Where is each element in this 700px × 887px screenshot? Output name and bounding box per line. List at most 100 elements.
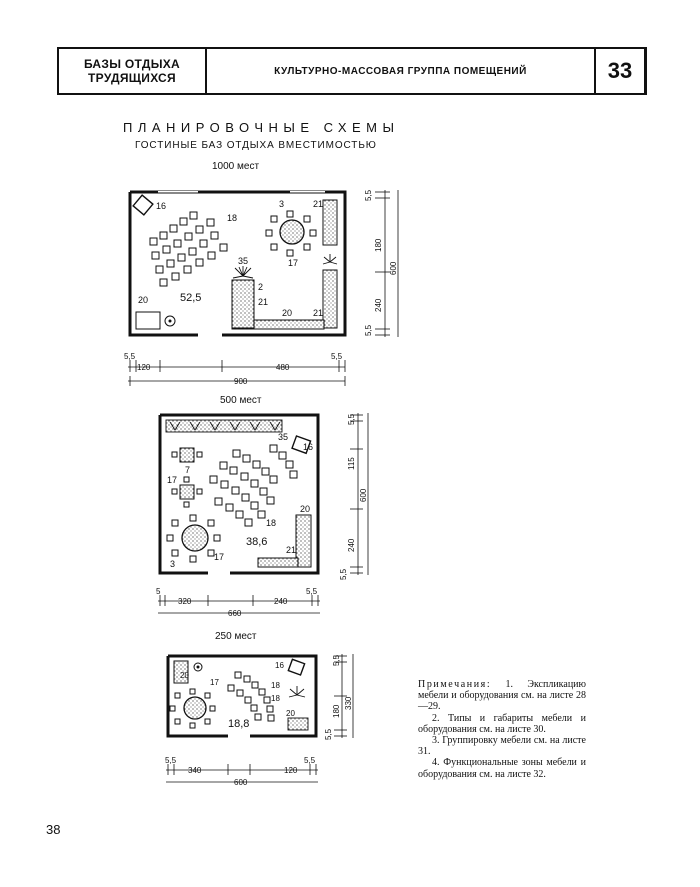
section-title-line1: БАЗЫ ОТДЫХА	[83, 57, 181, 71]
plan-1000-label: 2	[258, 282, 263, 292]
plan-1000-label: 16	[156, 201, 166, 211]
plan-500-label: 20	[300, 504, 310, 514]
plan-250-capacity: 250 мест	[215, 631, 257, 642]
sheet-number: 33	[594, 49, 644, 93]
plan-500-seats	[158, 413, 369, 614]
plan-1000-label: 35	[238, 256, 248, 266]
plan-500-dim: 320	[178, 597, 192, 606]
plan-500-seating-arc	[209, 444, 298, 527]
sheet-header: БАЗЫ ОТДЫХА ТРУДЯЩИХСЯ КУЛЬТУРНО-МАССОВА…	[57, 47, 647, 95]
plan-250-label: 18	[271, 681, 280, 690]
plan-1000-dim: 5,5	[364, 189, 373, 201]
plan-500-label: 17	[167, 475, 177, 485]
plan-1000-label: 20	[282, 308, 292, 318]
topic-title: КУЛЬТУРНО-МАССОВАЯ ГРУППА ПОМЕЩЕНИЙ	[274, 65, 527, 77]
plan-500-game-tables	[171, 447, 203, 508]
plan-1000-dim: 900	[234, 377, 248, 386]
plan-250-label: 17	[210, 678, 219, 687]
plan-1000-label: 21	[313, 199, 323, 209]
plan-500-dim: 5,5	[339, 568, 348, 580]
plan-1000-armchair-16	[132, 194, 154, 216]
plan-250-plant	[287, 686, 309, 731]
plan-500-label: 35	[278, 432, 288, 442]
plan-250-dim: 120	[284, 766, 298, 775]
plan-500-round-table	[166, 514, 221, 563]
notes-block: Примечания: 1. Экспликацию мебели и обор…	[418, 679, 586, 780]
plan-500-sofas	[257, 514, 312, 568]
plan-1000-dim: 5,5	[331, 352, 343, 361]
plan-250-dim: 5,5	[304, 756, 316, 765]
plan-1000-label: 20	[138, 295, 148, 305]
section-title-line2: ТРУДЯЩИХСЯ	[88, 71, 176, 85]
plan-250-armchair-16	[287, 658, 306, 676]
section-title: БАЗЫ ОТДЫХА ТРУДЯЩИХСЯ	[59, 49, 207, 93]
plan-1000-dim: 240	[374, 298, 383, 312]
plan-1000-walls	[128, 190, 347, 337]
plan-500-label: 3	[170, 559, 175, 569]
page-title: ПЛАНИРОВОЧНЫЕ СХЕМЫ	[123, 120, 400, 135]
plan-500-dim: 5,5	[347, 413, 356, 425]
plan-1000-dim: 5,5	[364, 324, 373, 336]
page-number: 38	[46, 822, 61, 837]
plan-1000-seats	[128, 190, 399, 386]
plan-500-dim: 240	[347, 538, 356, 552]
note-item: 3. Группировку мебели см. на листе 31.	[418, 735, 586, 758]
plan-500-label: 16	[303, 442, 313, 452]
plan-500-plant-row	[165, 419, 283, 433]
note-item: 1. Экспликацию мебели и оборудования см.…	[418, 679, 586, 713]
note-item: 4. Функциональные зоны мебели и оборудов…	[418, 757, 586, 780]
plan-1000-dimensions	[128, 190, 399, 386]
plan-1000-dim: 5,5	[124, 352, 136, 361]
plan-250-dimensions	[166, 654, 354, 783]
plan-250-seating-arc	[227, 671, 275, 722]
plan-500-area: 38,6	[246, 536, 267, 548]
plan-250-cabinet	[173, 660, 203, 684]
plan-250-area: 18,8	[228, 718, 249, 730]
plan-500-label: 17	[214, 552, 224, 562]
plan-1000-sofas	[135, 199, 338, 330]
plan-1000-dim: 480	[276, 363, 290, 372]
plan-500-armchair-16	[291, 435, 312, 455]
plan-1000-plants	[232, 254, 338, 279]
plan-250-dim: 5,5	[165, 756, 177, 765]
plan-500-dim: 115	[347, 457, 356, 470]
plan-500-label: 21	[286, 545, 296, 555]
plan-1000-area: 52,5	[180, 292, 201, 304]
plan-500-dimensions	[158, 413, 369, 614]
note-item: 2. Типы и габариты мебели и оборудования…	[418, 712, 586, 735]
plan-1000-label: 18	[227, 213, 237, 223]
plan-1000-label: 17	[288, 258, 298, 268]
plan-250-label: 18	[271, 694, 280, 703]
plan-250-label: 20	[286, 709, 295, 718]
plan-250-dim: 330	[344, 696, 353, 710]
plan-250-round-table	[169, 688, 216, 729]
plan-1000-round-table	[265, 210, 317, 257]
plan-500-label: 7	[185, 465, 190, 475]
plan-500-dim: 5,5	[306, 587, 318, 596]
plan-250-walls	[166, 654, 318, 738]
plan-250-dim: 5,5	[324, 728, 333, 740]
plan-500-label: 18	[266, 518, 276, 528]
notes-heading: Примечания:	[418, 679, 492, 690]
plan-250-label: 16	[275, 661, 284, 670]
plan-1000-label: 21	[313, 308, 323, 318]
plan-1000-dim: 180	[374, 238, 383, 252]
plan-250-label: 20	[180, 671, 189, 680]
plan-500-dim: 600	[359, 488, 368, 502]
plan-250-dim: 5,5	[332, 654, 341, 666]
plan-500-dim: 660	[228, 609, 242, 618]
plan-500-walls	[158, 413, 320, 575]
plan-1000-capacity: 1000 мест	[212, 161, 260, 172]
plan-250-dim: 180	[332, 704, 341, 718]
plan-1000-dim: 120	[137, 363, 151, 372]
plan-250-dim: 340	[188, 766, 202, 775]
plan-500-dim: 5	[156, 587, 161, 596]
plan-500-capacity: 500 мест	[220, 395, 262, 406]
plan-1000-label: 3	[279, 199, 284, 209]
plan-1000-label: 21	[258, 297, 268, 307]
plan-500-dim: 240	[274, 597, 288, 606]
page-subtitle: ГОСТИНЫЕ БАЗ ОТДЫХА ВМЕСТИМОСТЬЮ	[135, 140, 377, 151]
plan-250-seats	[166, 654, 354, 783]
plan-1000-seating-arc	[149, 211, 228, 287]
